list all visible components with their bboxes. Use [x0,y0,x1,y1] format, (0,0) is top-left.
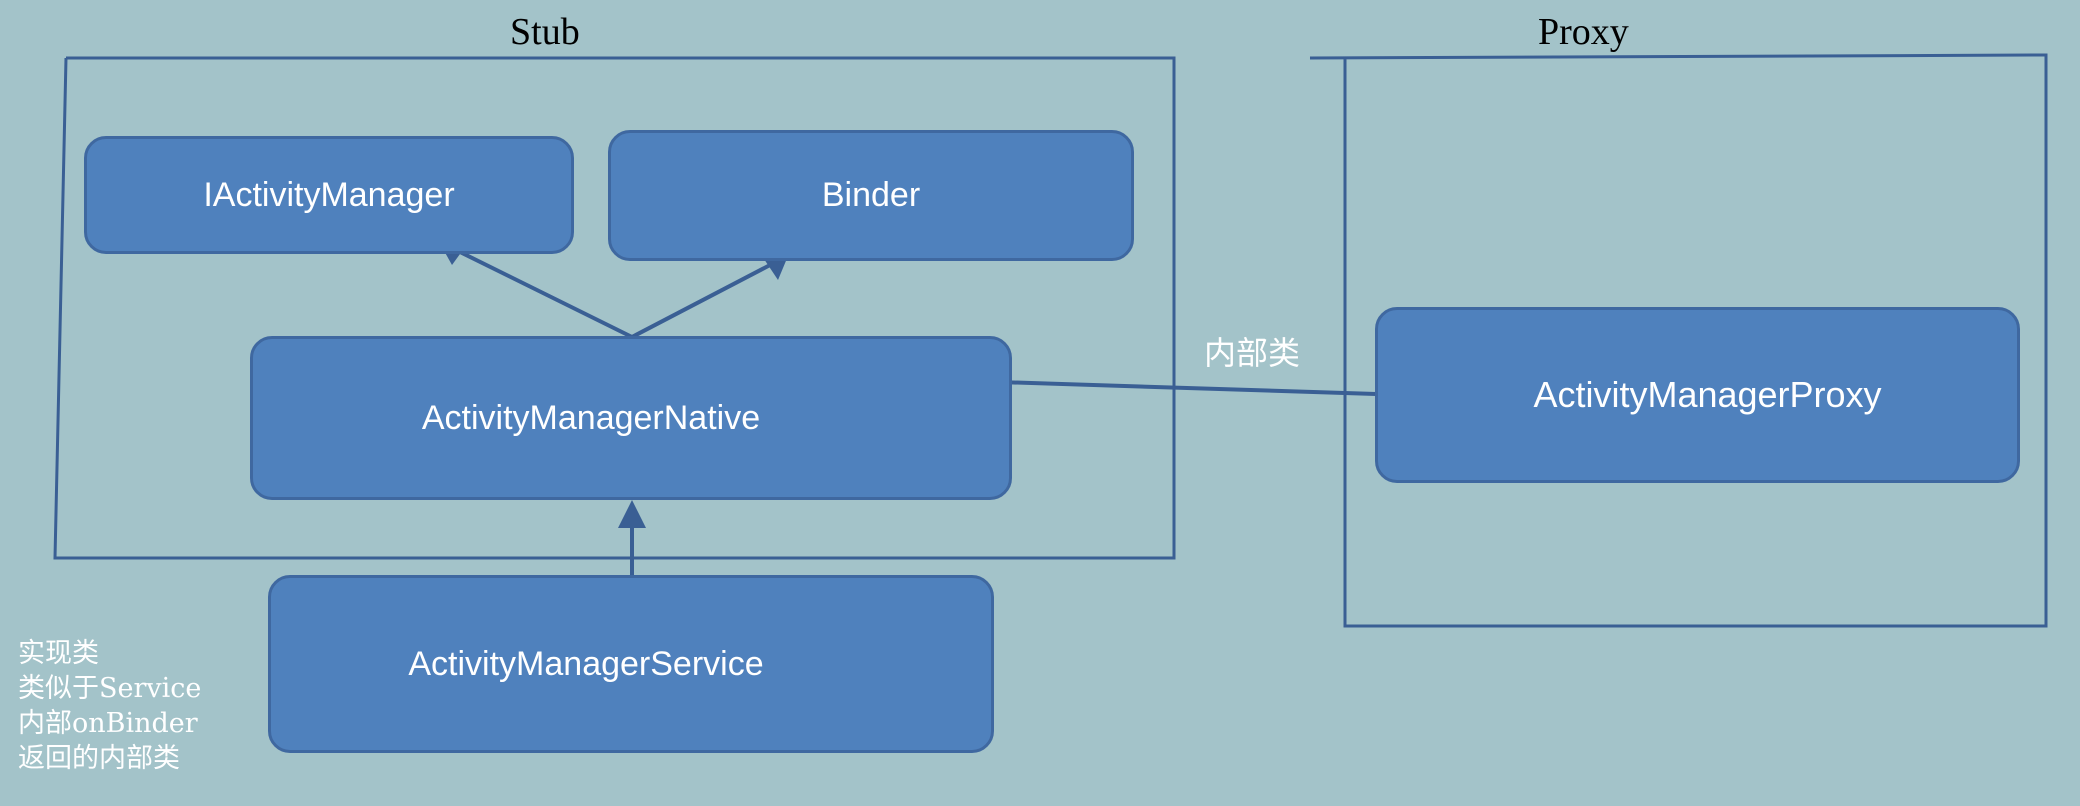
activitymanagerproxy-node: ActivityManagerProxy [1375,307,2020,483]
iactivitymanager-node: IActivityManager [84,136,574,254]
note-line-4: 返回的内部类 [18,743,180,774]
arrowhead-binder [762,256,788,280]
activitymanagerservice-node: ActivityManagerService [268,575,994,753]
note-line-3: 内部onBinder [18,708,198,739]
inner-class-label: 内部类 [1204,334,1301,372]
arrowhead-native-bottom [618,500,646,528]
arrow-native-to-iactivitymanager [455,248,633,339]
binder-node: Binder [608,130,1134,261]
stub-title: Stub [510,11,580,53]
proxy-frame [1309,53,2048,628]
stub-frame [53,56,1176,560]
activitymanagernative-node: ActivityManagerNative [250,336,1012,500]
note-line-1: 实现类 [18,638,99,669]
arrow-native-to-binder [631,262,773,339]
note-line-2: 类似于Service [18,673,202,704]
implementation-note: 实现类 类似于Service 内部onBinder 返回的内部类 [18,636,201,776]
proxy-title: Proxy [1538,11,1629,53]
